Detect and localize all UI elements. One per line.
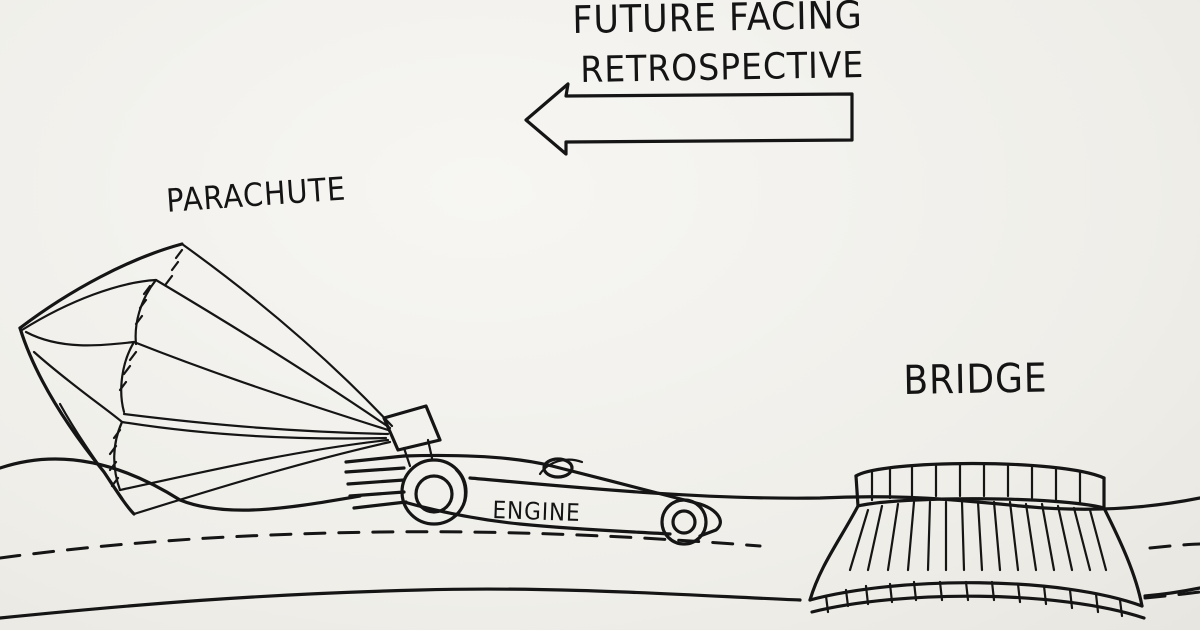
road-drawing xyxy=(0,457,1200,620)
engine-label: ENGINE xyxy=(492,496,582,528)
left-arrow-icon xyxy=(524,82,854,156)
title-line-1: FUTURE FACING xyxy=(572,0,863,42)
bridge-drawing xyxy=(808,461,1146,620)
title-line-2: RETROSPECTIVE xyxy=(580,45,865,91)
parachute-drawing xyxy=(18,242,394,516)
bridge-label: BRIDGE xyxy=(903,355,1048,404)
dragster-car-drawing xyxy=(344,404,722,546)
